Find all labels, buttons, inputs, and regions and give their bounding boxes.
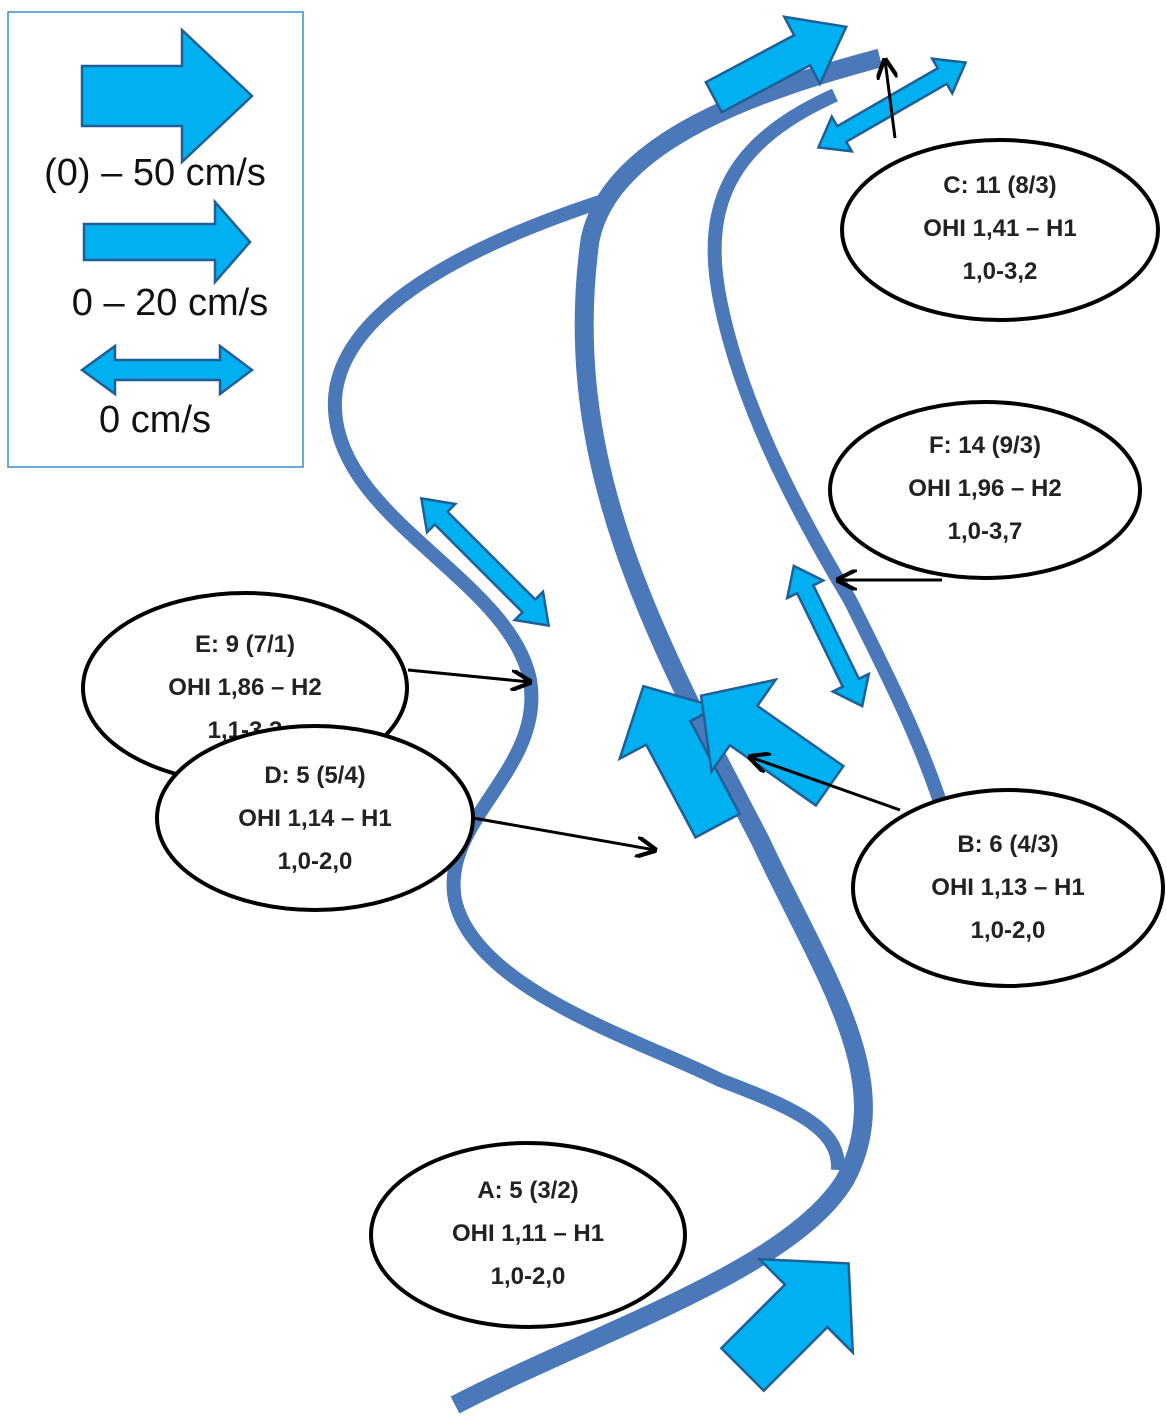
small-flow-arrow-icon (82, 198, 252, 286)
flow-arrow-d-large (699, 677, 846, 808)
site-f-line-1: F: 14 (9/3) (929, 432, 1041, 459)
site-c-line-3: 1,0-3,2 (963, 258, 1038, 285)
legend-label-zero: 0 cm/s (99, 399, 211, 441)
site-d-line-3: 1,0-2,0 (278, 848, 353, 875)
site-c-line-1: C: 11 (8/3) (943, 172, 1056, 199)
pointer-d (472, 816, 655, 850)
legend-label-small: 0 – 20 cm/s (72, 282, 268, 324)
site-d-line-2: OHI 1,14 – H1 (238, 805, 391, 832)
legend: (0) – 50 cm/s 0 – 20 cm/s 0 cm/s (7, 11, 304, 468)
site-bubble-b: B: 6 (4/3) OHI 1,13 – H1 1,0-2,0 (851, 788, 1165, 988)
flow-arrow-e-double (419, 496, 551, 628)
site-bubble-f: F: 14 (9/3) OHI 1,96 – H2 1,0-3,7 (828, 400, 1142, 580)
large-flow-arrow-icon (80, 27, 254, 165)
site-e-line-2: OHI 1,86 – H2 (168, 674, 321, 701)
pointer-c (885, 60, 895, 139)
site-f-line-3: 1,0-3,7 (948, 518, 1023, 545)
flow-arrows (419, 15, 968, 1393)
site-a-line-1: A: 5 (3/2) (477, 1177, 578, 1204)
site-a-line-3: 1,0-2,0 (491, 1263, 566, 1290)
site-c-line-2: OHI 1,41 – H1 (923, 215, 1076, 242)
site-f-line-2: OHI 1,96 – H2 (908, 475, 1061, 502)
site-e-line-1: E: 9 (7/1) (195, 631, 295, 658)
flow-arrow-f-double (785, 564, 871, 708)
flow-arrow-top-large (704, 15, 849, 114)
site-b-line-1: B: 6 (4/3) (957, 831, 1058, 858)
site-b-line-2: OHI 1,13 – H1 (931, 874, 1084, 901)
right-channel (707, 88, 949, 811)
double-headed-arrow-icon (79, 343, 255, 397)
flow-arrow-middle-large (617, 684, 742, 840)
left-channel (327, 191, 846, 1171)
pointer-e (407, 668, 530, 682)
site-a-line-2: OHI 1,11 – H1 (452, 1220, 604, 1247)
flow-arrow-a-large (719, 1257, 855, 1393)
site-bubble-d: D: 5 (5/4) OHI 1,14 – H1 1,0-2,0 (155, 724, 475, 912)
site-b-line-3: 1,0-2,0 (971, 917, 1046, 944)
site-bubble-c: C: 11 (8/3) OHI 1,41 – H1 1,0-3,2 (840, 138, 1160, 322)
site-d-line-1: D: 5 (5/4) (264, 762, 365, 789)
legend-label-large: (0) – 50 cm/s (44, 152, 266, 194)
pointer-b (750, 757, 901, 812)
site-bubble-a: A: 5 (3/2) OHI 1,11 – H1 1,0-2,0 (369, 1141, 687, 1329)
